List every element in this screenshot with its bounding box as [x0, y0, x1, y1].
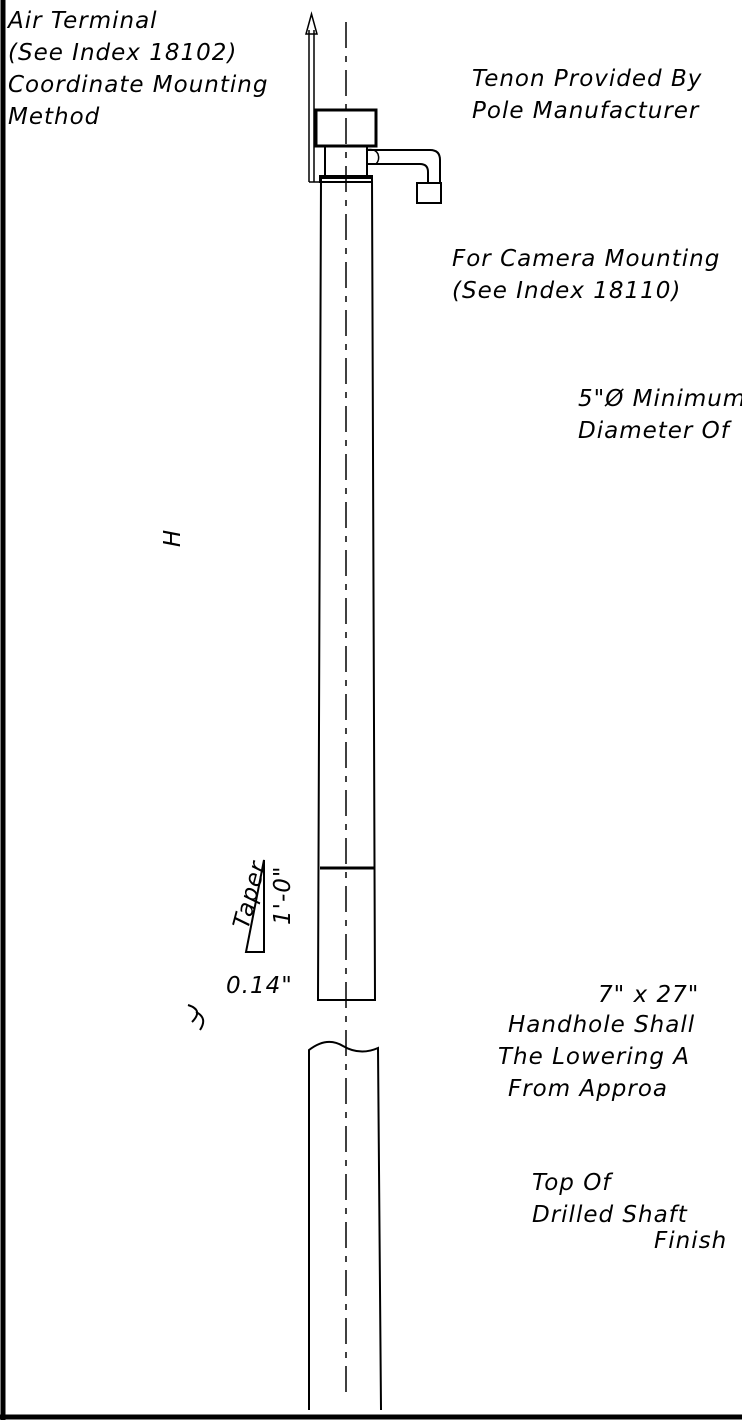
- handhole-label-3: The Lowering A: [498, 1044, 690, 1070]
- tenon-label-2: Pole Manufacturer: [472, 98, 700, 124]
- handhole-label-1: 7" x 27": [598, 982, 699, 1008]
- camera-label-2: (See Index 18110): [452, 278, 681, 304]
- dimension-breaks: [187, 1004, 205, 1031]
- min-diameter-label-2: Diameter Of: [578, 418, 732, 444]
- tenon-label-1: Tenon Provided By: [472, 66, 702, 92]
- air-terminal: [305, 11, 322, 183]
- lower-pole: [308, 1040, 382, 1411]
- min-diameter-label-1: 5"Ø Minimum: [578, 386, 742, 412]
- taper-symbol: [244, 859, 265, 953]
- top-of-shaft-label-1: Top Of: [532, 1170, 613, 1196]
- taper-label: Taper: [229, 858, 272, 932]
- taper-run-label: 0.14": [226, 973, 293, 999]
- air-terminal-label-3: Coordinate Mounting: [8, 72, 268, 98]
- upper-pole: [316, 177, 377, 1001]
- taper-rise-label: 1'-0": [270, 866, 296, 925]
- height-dimension-label: H: [160, 529, 186, 547]
- air-terminal-label-2: (See Index 18102): [8, 40, 237, 66]
- camera-mount-arm: [365, 148, 442, 204]
- handhole-label-4: From Approa: [508, 1076, 668, 1102]
- handhole-label-2: Handhole Shall: [508, 1012, 695, 1038]
- top-of-shaft-label-2: Drilled Shaft: [532, 1202, 688, 1228]
- tenon-collar: [314, 108, 378, 183]
- finish-grade-label: Finish: [654, 1228, 727, 1254]
- air-terminal-label-4: Method: [8, 104, 100, 130]
- air-terminal-label-1: Air Terminal: [6, 8, 158, 34]
- camera-label-1: For Camera Mounting: [452, 246, 720, 272]
